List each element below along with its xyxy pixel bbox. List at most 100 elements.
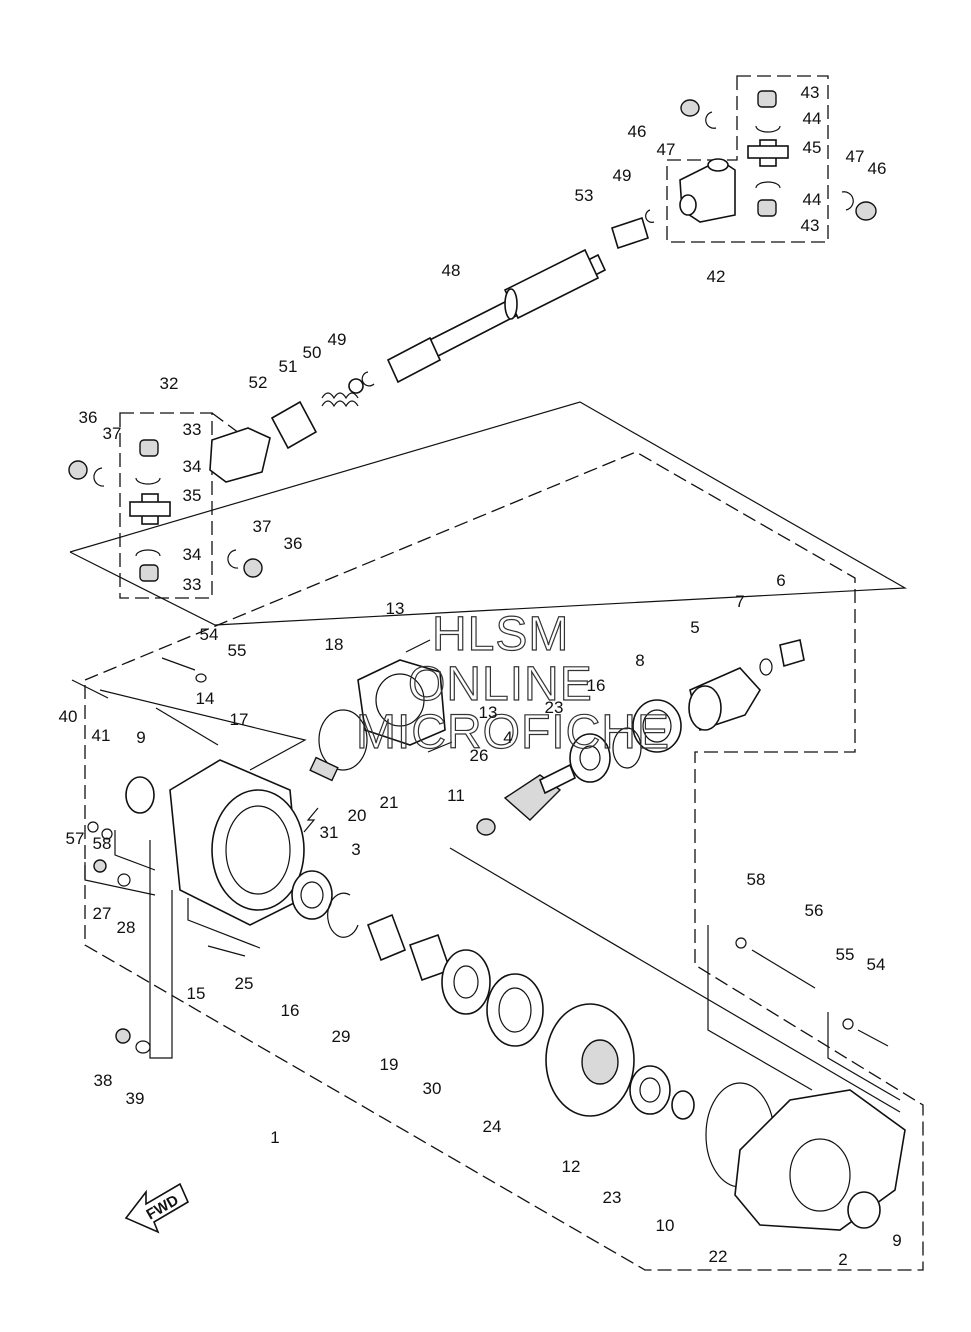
callout-23: 23 [545,698,564,717]
part-25-bearing [291,870,333,920]
callout-9: 9 [136,728,145,747]
part-37-clip-left [93,467,105,487]
part-35-spider [129,493,171,525]
callout-7: 7 [735,592,744,611]
part-39-gasket [135,1040,151,1054]
callout-25: 25 [235,974,254,993]
callout-16: 16 [281,1001,300,1020]
callout-8: 8 [635,651,644,670]
callout-15: 15 [187,984,206,1003]
part-24-bearing [486,973,544,1047]
part-36-cap-right [243,558,263,578]
part-36-cap-left [68,460,88,480]
case-2 [734,937,906,1231]
part-44-clip-top [755,125,781,133]
part-49-clip-top [645,209,655,223]
part-38-plug [115,1028,131,1044]
callout-20: 20 [348,806,367,825]
part-10-shim [671,1090,695,1120]
callout-44: 44 [803,190,822,209]
callout-55: 55 [228,641,247,660]
callout-14: 14 [196,689,215,708]
assembly-lines [69,401,908,1113]
yoke-32 [209,427,271,483]
part-8-seal [632,699,682,753]
callout-51: 51 [279,357,298,376]
callout-54: 54 [867,955,886,974]
callout-45: 45 [803,138,822,157]
callout-44: 44 [803,109,822,128]
callout-28: 28 [117,918,136,937]
part-6-nut [779,639,805,668]
part-23-bearing-lower [629,1065,671,1115]
callout-10: 10 [656,1216,675,1235]
callout-47: 47 [657,140,676,159]
part-46-bearing-cap [680,99,700,117]
part-44-clip-bottom [755,181,781,189]
watermark-line-2: ONLINE [408,658,593,711]
universal-joint-42 [611,90,877,250]
part-29-sleeve [366,913,407,962]
universal-joint-32 [68,427,271,582]
callout-13: 13 [386,599,405,618]
callout-32: 32 [160,374,179,393]
bracket-27-28 [84,862,156,896]
callout-53: 53 [575,186,594,205]
callout-55: 55 [836,945,855,964]
callout-47: 47 [846,147,865,166]
callout-33: 33 [183,420,202,439]
shaft-rear-spline [386,336,442,384]
bracket-38-39 [149,840,173,1059]
outline-group-42 [666,75,829,243]
part-57-washer [87,821,99,833]
callout-4: 4 [503,728,512,747]
pinion-axis-line [449,847,901,1113]
watermark-line-1: HLSM [432,608,569,661]
part-9-seal-front [125,776,155,814]
part-31-spring [303,807,319,833]
callout-48: 48 [442,261,461,280]
callout-27: 27 [93,904,112,923]
part-17-pin [155,707,219,746]
part-52-boot [270,400,318,450]
part-20-coil [309,756,339,782]
callout-9: 9 [892,1231,901,1250]
callout-6: 6 [776,571,785,590]
callout-31: 31 [320,823,339,842]
callout-3: 3 [351,840,360,859]
callout-38: 38 [94,1071,113,1090]
housing-3 [71,657,305,1054]
part-49-clip [361,371,375,387]
callout-11: 11 [447,786,465,805]
part-34-clip-top [135,477,161,485]
callout-34: 34 [183,457,202,476]
callout-39: 39 [126,1089,145,1108]
part-37-clip-right [227,549,239,569]
part-40-rod [71,679,109,699]
bolt-group-54-bracket [827,1012,901,1101]
part-50-washer [348,378,364,394]
callout-12: 12 [562,1157,581,1176]
part-55-washer-rear [842,1018,854,1030]
part-28-gasket [117,873,131,887]
callout-19: 19 [380,1055,399,1074]
callout-35: 35 [183,486,202,505]
part-18-housing [357,659,446,746]
part-45-spider [747,139,789,167]
internal-parts [291,870,775,1188]
part-55-washer-top [195,673,207,683]
bracket-40-41 [99,689,307,771]
callout-50: 50 [303,343,322,362]
part-13-screw [405,639,431,653]
callout-21: 21 [380,793,399,812]
callout-22: 22 [709,1247,728,1266]
callout-57: 57 [66,829,85,848]
callout-26: 26 [470,746,489,765]
part-30-shim [441,949,491,1015]
callout-34: 34 [183,545,202,564]
part-33-bearing-bottom [139,564,159,582]
callout-36: 36 [79,408,98,427]
callout-36: 36 [284,534,303,553]
part-54-bolt-top [161,657,196,671]
